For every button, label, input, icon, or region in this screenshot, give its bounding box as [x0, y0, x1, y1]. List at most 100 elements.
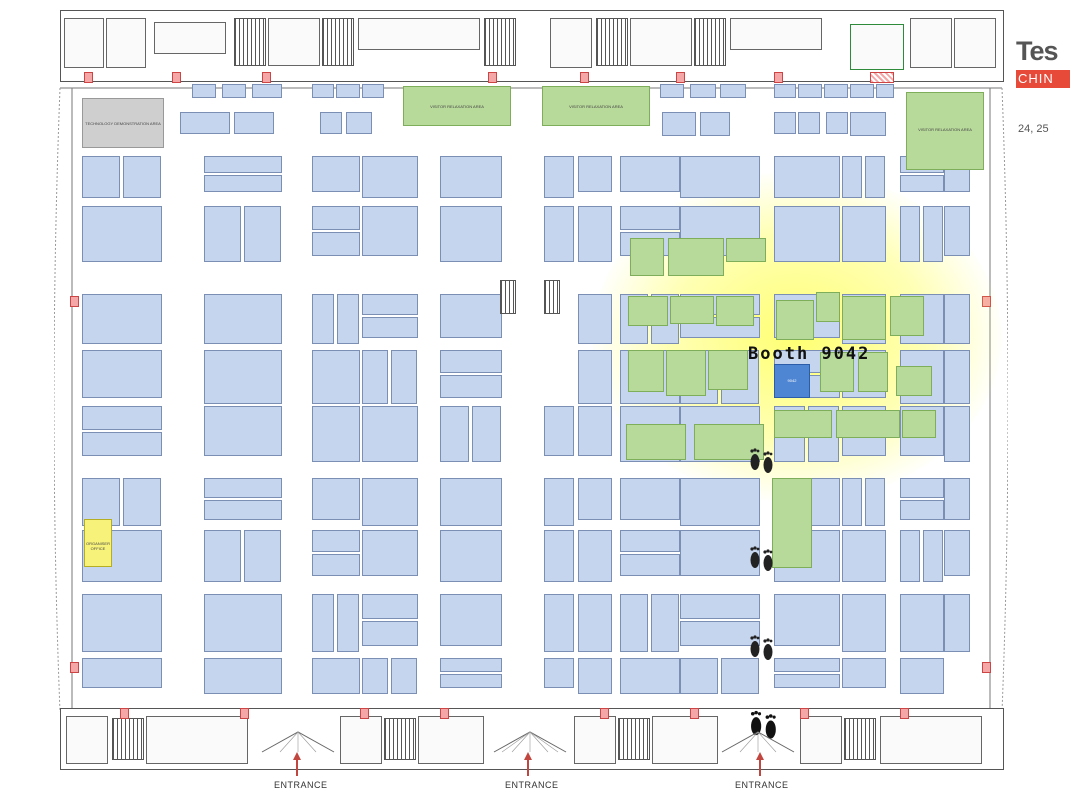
- exhibitor-booth[interactable]: [222, 84, 246, 98]
- exhibitor-booth[interactable]: [337, 594, 359, 652]
- exhibitor-booth[interactable]: [620, 530, 680, 552]
- exhibitor-booth[interactable]: [204, 530, 241, 582]
- exhibitor-booth[interactable]: [82, 406, 162, 430]
- tech-demo-area[interactable]: TECHNOLOGY DEMONSTRATION AREA: [82, 98, 164, 148]
- exhibitor-booth[interactable]: [204, 478, 282, 498]
- exhibitor-booth[interactable]: [824, 84, 848, 98]
- exhibitor-booth[interactable]: [312, 554, 360, 576]
- exhibitor-booth[interactable]: [721, 658, 759, 694]
- exhibitor-booth[interactable]: [578, 156, 612, 192]
- organiser-office[interactable]: ORGANISER OFFICE: [84, 519, 112, 567]
- exhibitor-booth[interactable]: [826, 112, 848, 134]
- exhibitor-booth[interactable]: [680, 594, 760, 619]
- exhibitor-booth[interactable]: [312, 530, 360, 552]
- exhibitor-booth[interactable]: [320, 112, 342, 134]
- exhibitor-booth[interactable]: [944, 594, 970, 652]
- exhibitor-booth[interactable]: [440, 294, 502, 338]
- exhibitor-booth[interactable]: [180, 112, 230, 134]
- exhibitor-booth[interactable]: [774, 156, 840, 198]
- exhibitor-booth[interactable]: [362, 294, 418, 315]
- exhibitor-booth[interactable]: [204, 294, 282, 344]
- exhibitor-booth[interactable]: [578, 350, 612, 404]
- exhibitor-booth[interactable]: [690, 84, 716, 98]
- exhibitor-booth[interactable]: [312, 658, 360, 694]
- exhibitor-booth[interactable]: [628, 350, 664, 392]
- exhibitor-booth[interactable]: [204, 156, 282, 173]
- exhibitor-booth[interactable]: [842, 594, 886, 652]
- exhibitor-booth[interactable]: [578, 478, 612, 520]
- exhibitor-booth[interactable]: [668, 238, 724, 276]
- exhibitor-booth[interactable]: [842, 530, 886, 582]
- exhibitor-booth[interactable]: [204, 206, 241, 262]
- exhibitor-booth[interactable]: [944, 406, 970, 462]
- exhibitor-booth[interactable]: [362, 156, 418, 198]
- exhibitor-booth[interactable]: [842, 156, 862, 198]
- exhibitor-booth[interactable]: [726, 238, 766, 262]
- exhibitor-booth[interactable]: [900, 500, 944, 520]
- exhibitor-booth[interactable]: [620, 156, 680, 192]
- exhibitor-booth[interactable]: [440, 156, 502, 198]
- exhibitor-booth[interactable]: [204, 350, 282, 404]
- exhibitor-booth[interactable]: [626, 424, 686, 460]
- exhibitor-booth[interactable]: [244, 530, 281, 582]
- exhibitor-booth[interactable]: [440, 206, 502, 262]
- exhibitor-booth[interactable]: [798, 112, 820, 134]
- exhibitor-booth[interactable]: [362, 658, 388, 694]
- exhibitor-booth[interactable]: [440, 350, 502, 373]
- exhibitor-booth[interactable]: [842, 296, 886, 340]
- exhibitor-booth[interactable]: [630, 238, 664, 276]
- exhibitor-booth[interactable]: [628, 296, 668, 326]
- exhibitor-booth[interactable]: [544, 406, 574, 456]
- exhibitor-booth[interactable]: [312, 206, 360, 230]
- exhibitor-booth[interactable]: [391, 350, 417, 404]
- exhibitor-booth[interactable]: [900, 478, 944, 498]
- exhibitor-booth[interactable]: [440, 530, 502, 582]
- exhibitor-booth[interactable]: [544, 658, 574, 688]
- exhibitor-booth[interactable]: [720, 84, 746, 98]
- exhibitor-booth[interactable]: [244, 206, 281, 262]
- exhibitor-booth[interactable]: [440, 674, 502, 688]
- exhibitor-booth[interactable]: [923, 206, 943, 262]
- exhibitor-booth[interactable]: [944, 350, 970, 404]
- exhibitor-booth[interactable]: [820, 352, 854, 392]
- exhibitor-booth[interactable]: [440, 375, 502, 398]
- exhibitor-booth[interactable]: [544, 594, 574, 652]
- exhibitor-booth[interactable]: [836, 410, 900, 438]
- exhibitor-booth[interactable]: [772, 478, 812, 568]
- exhibitor-booth[interactable]: [774, 594, 840, 646]
- exhibitor-booth[interactable]: [82, 156, 120, 198]
- exhibitor-booth[interactable]: [544, 478, 574, 526]
- exhibitor-booth[interactable]: [82, 294, 162, 344]
- exhibitor-booth[interactable]: [680, 621, 760, 646]
- exhibitor-booth[interactable]: [544, 206, 574, 262]
- exhibitor-booth[interactable]: [842, 478, 862, 526]
- visitor-relax-area-3[interactable]: VISITOR RELAXATION AREA: [906, 92, 984, 170]
- exhibitor-booth[interactable]: [337, 294, 359, 344]
- exhibitor-booth[interactable]: [346, 112, 372, 134]
- exhibitor-booth[interactable]: [472, 406, 501, 462]
- exhibitor-booth[interactable]: [680, 156, 760, 198]
- exhibitor-booth[interactable]: [660, 84, 684, 98]
- exhibitor-booth[interactable]: [578, 530, 612, 582]
- exhibitor-booth[interactable]: [694, 424, 764, 460]
- exhibitor-booth[interactable]: [362, 206, 418, 256]
- exhibitor-booth[interactable]: [700, 112, 730, 136]
- exhibitor-booth[interactable]: [391, 658, 417, 694]
- visitor-relax-area-2[interactable]: VISITOR RELAXATION AREA: [542, 86, 650, 126]
- exhibitor-booth[interactable]: [312, 294, 334, 344]
- exhibitor-booth[interactable]: [192, 84, 216, 98]
- exhibitor-booth[interactable]: [362, 350, 388, 404]
- exhibitor-booth[interactable]: [82, 594, 162, 652]
- exhibitor-booth[interactable]: [774, 112, 796, 134]
- exhibitor-booth[interactable]: [578, 294, 612, 344]
- exhibitor-booth[interactable]: [440, 478, 502, 526]
- exhibitor-booth[interactable]: [890, 296, 924, 336]
- exhibitor-booth[interactable]: [944, 530, 970, 576]
- exhibitor-booth[interactable]: [708, 350, 748, 390]
- exhibitor-booth[interactable]: [774, 674, 840, 688]
- exhibitor-booth[interactable]: [362, 84, 384, 98]
- exhibitor-booth[interactable]: [680, 658, 718, 694]
- exhibitor-booth[interactable]: [544, 156, 574, 198]
- exhibitor-booth[interactable]: [123, 156, 161, 198]
- exhibitor-booth[interactable]: [312, 232, 360, 256]
